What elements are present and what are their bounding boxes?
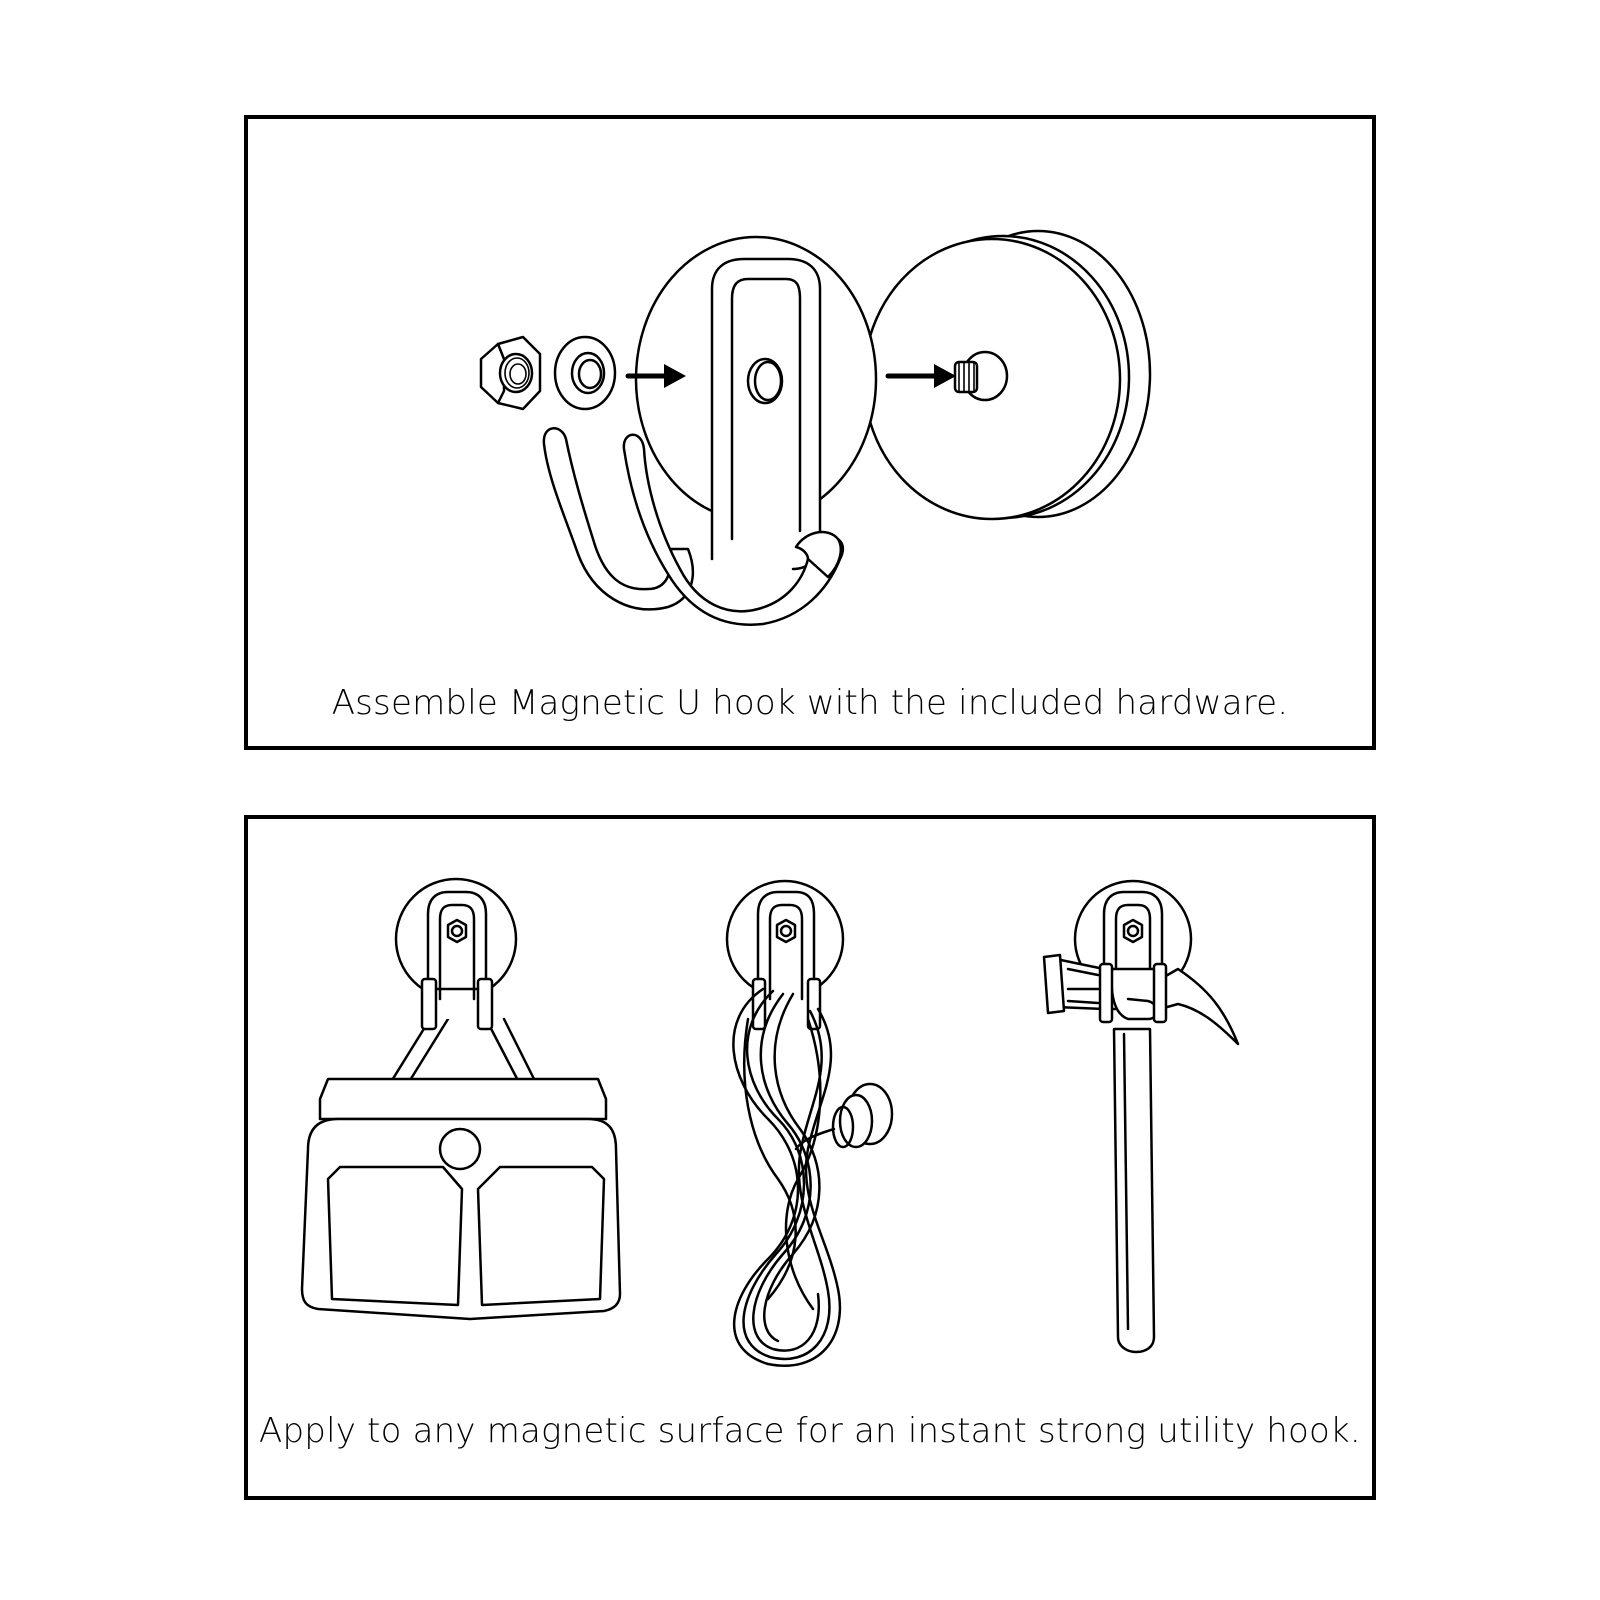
coiled-cable-icon xyxy=(725,879,894,1367)
arrow-right-icon xyxy=(625,364,686,388)
hanging-hammer-icon xyxy=(1042,879,1240,1354)
threaded-stud-icon xyxy=(953,350,1009,402)
u-hook-icon xyxy=(542,235,878,626)
hex-nut-icon xyxy=(479,335,542,411)
hanging-bag-icon xyxy=(300,877,622,1321)
assembly-illustration xyxy=(479,229,1152,626)
usage-step-panel: Apply to any magnetic surface for an ins… xyxy=(244,815,1376,1500)
assembly-step-panel: Assemble Magnetic U hook with the includ… xyxy=(244,115,1376,750)
step-caption: Apply to any magnetic surface for an ins… xyxy=(259,1411,1361,1451)
usage-illustration xyxy=(300,877,1240,1367)
washer-icon xyxy=(553,335,617,411)
step-caption: Assemble Magnetic U hook with the includ… xyxy=(331,683,1289,723)
arrow-right-icon xyxy=(885,364,956,388)
